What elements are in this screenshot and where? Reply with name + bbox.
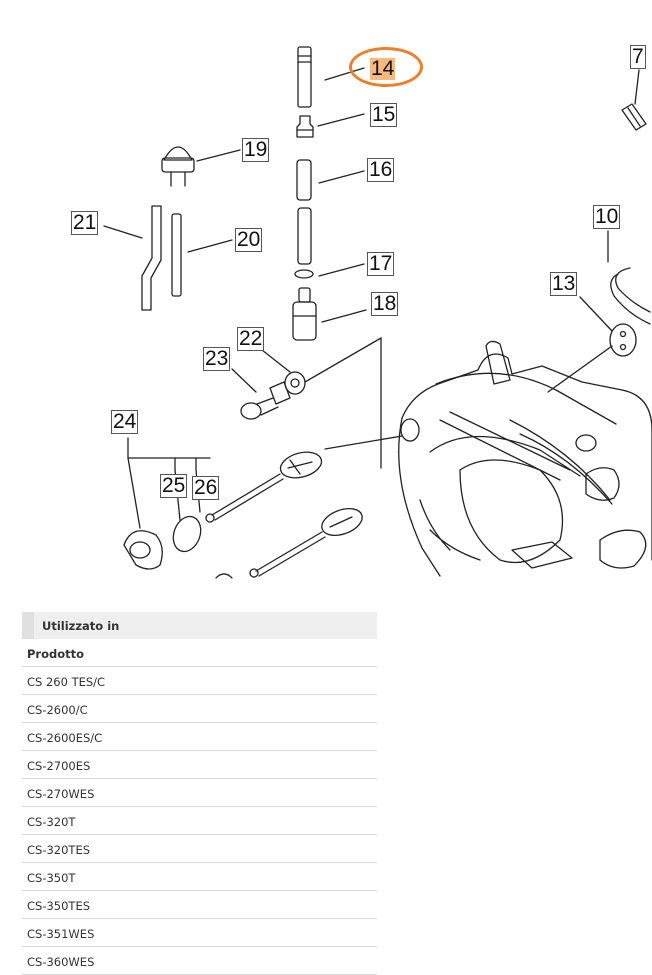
part-10-hose xyxy=(610,267,651,325)
callout-25[interactable]: 25 xyxy=(160,474,188,498)
product-row[interactable]: CS-2700ES xyxy=(22,751,377,779)
callout-14[interactable]: 14 xyxy=(370,57,396,80)
tank-housing xyxy=(398,340,652,577)
part-7-fitting xyxy=(621,103,647,131)
part-25-oring xyxy=(172,515,202,553)
parts-diagram: 7 14 15 19 16 21 20 10 17 13 18 22 23 24… xyxy=(71,45,652,579)
product-row[interactable]: CS-2600ES/C xyxy=(22,723,377,751)
callout-15[interactable]: 15 xyxy=(370,103,398,127)
part-18-valve xyxy=(292,287,317,341)
part-24-cap xyxy=(123,530,163,570)
part-13-grommet xyxy=(609,323,637,357)
part-20-hose xyxy=(171,213,182,297)
callout-26[interactable]: 26 xyxy=(192,476,220,500)
product-row[interactable]: CS-351WES xyxy=(22,919,377,947)
callout-16[interactable]: 16 xyxy=(367,158,395,182)
part-17-oring xyxy=(294,269,314,279)
part-14-tube xyxy=(297,46,312,108)
callout-20[interactable]: 20 xyxy=(235,228,263,252)
callout-23[interactable]: 23 xyxy=(203,347,231,371)
callout-13[interactable]: 13 xyxy=(550,272,578,296)
callout-17[interactable]: 17 xyxy=(367,252,395,276)
part-15-fitting xyxy=(296,115,314,138)
callout-10[interactable]: 10 xyxy=(593,205,621,229)
column-header-product: Prodotto xyxy=(22,639,377,667)
callout-19[interactable]: 19 xyxy=(242,138,270,162)
part-19-primer-bulb xyxy=(161,146,195,187)
callout-24[interactable]: 24 xyxy=(111,410,139,434)
product-row[interactable]: CS 260 TES/C xyxy=(22,667,377,695)
used-in-header: Utilizzato in xyxy=(22,612,377,639)
product-row[interactable]: CS-320TES xyxy=(22,835,377,863)
callout-7[interactable]: 7 xyxy=(630,45,646,69)
part-23-screw xyxy=(240,381,291,420)
part-21-hose xyxy=(141,205,162,311)
product-row[interactable]: CS-320T xyxy=(22,807,377,835)
product-row[interactable]: CS-270WES xyxy=(22,779,377,807)
product-row[interactable]: CS-350T xyxy=(22,863,377,891)
callout-18[interactable]: 18 xyxy=(371,292,399,316)
product-row[interactable]: CS-360WES xyxy=(22,947,377,975)
part-16-hose xyxy=(296,159,312,265)
part-26-strainer xyxy=(205,451,363,579)
leader-lines xyxy=(103,67,640,529)
product-row[interactable]: CS-350TES xyxy=(22,891,377,919)
used-in-title: Utilizzato in xyxy=(42,619,120,633)
callout-22[interactable]: 22 xyxy=(237,327,265,351)
product-row[interactable]: CS-2600/C xyxy=(22,695,377,723)
part-22-washer xyxy=(284,371,306,395)
diagram-drawing xyxy=(103,46,652,579)
callout-21[interactable]: 21 xyxy=(71,211,99,235)
